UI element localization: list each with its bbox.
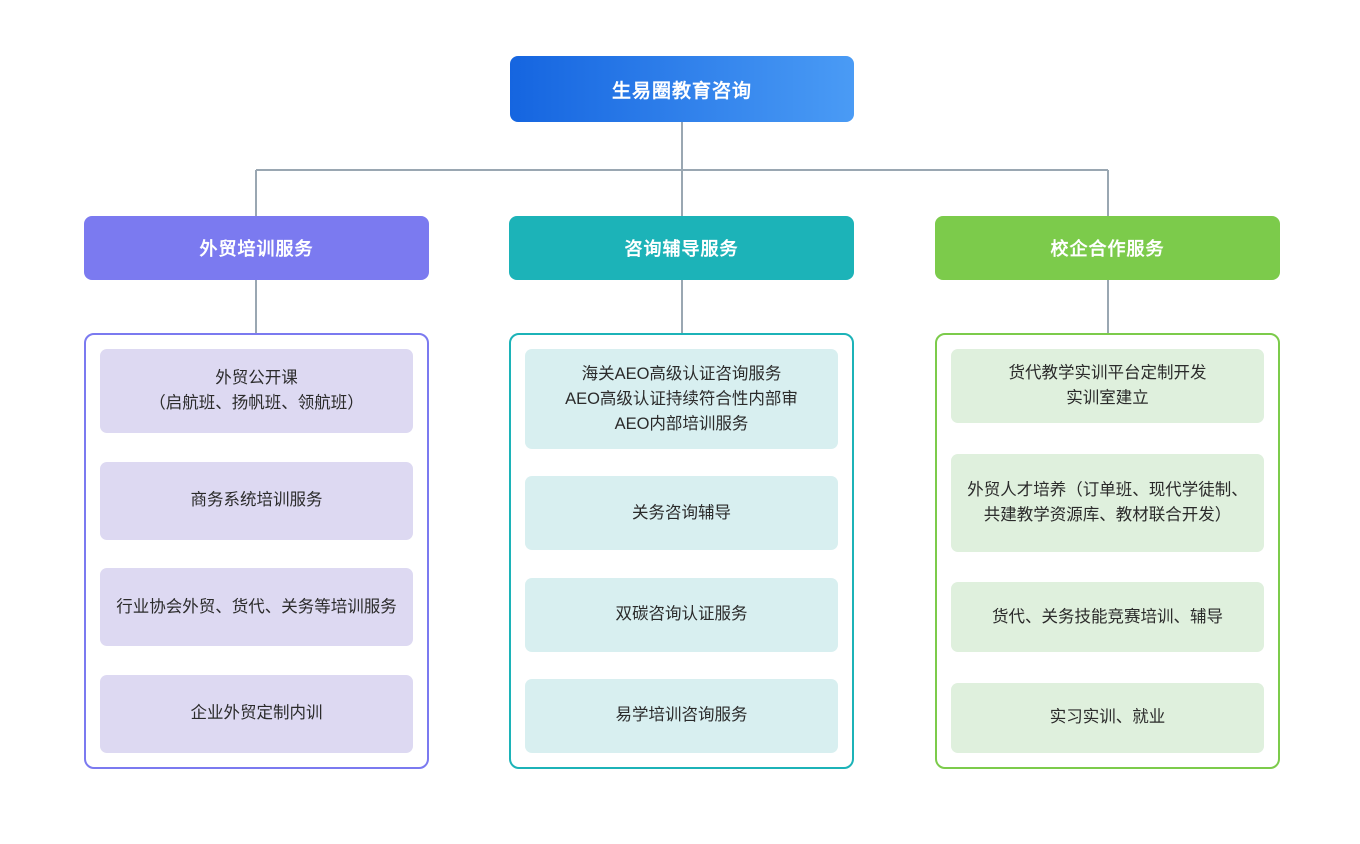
leaf-label: 双碳咨询认证服务 (615, 605, 748, 624)
branch-column-3: 校企合作服务 货代教学实训平台定制开发 实训室建立 外贸人才培养（订单班、现代学… (935, 216, 1280, 769)
list-item[interactable]: 货代教学实训平台定制开发 实训室建立 (951, 349, 1264, 423)
branch-header-2-label: 咨询辅导服务 (624, 239, 739, 259)
leaf-label: 海关AEO高级认证咨询服务 AEO高级认证持续符合性内部审 AEO内部培训服务 (565, 364, 798, 433)
list-item[interactable]: 行业协会外贸、货代、关务等培训服务 (100, 568, 413, 647)
root-node[interactable]: 生易圈教育咨询 (510, 56, 854, 122)
list-item[interactable]: 易学培训咨询服务 (525, 678, 838, 753)
leaf-label: 货代、关务技能竞赛培训、辅导 (992, 607, 1223, 626)
branch-column-2: 咨询辅导服务 海关AEO高级认证咨询服务 AEO高级认证持续符合性内部审 AEO… (509, 216, 854, 769)
branch-header-2[interactable]: 咨询辅导服务 (509, 216, 854, 280)
branch-column-1: 外贸培训服务 外贸公开课 （启航班、扬帆班、领航班） 商务系统培训服务 行业协会… (84, 216, 429, 769)
leaf-label: 商务系统培训服务 (190, 491, 323, 510)
list-item[interactable]: 货代、关务技能竞赛培训、辅导 (951, 582, 1264, 653)
list-item[interactable]: 外贸人才培养（订单班、现代学徒制、共建教学资源库、教材联合开发） (951, 453, 1264, 552)
leaf-label: 行业协会外贸、货代、关务等培训服务 (116, 597, 397, 616)
root-node-label: 生易圈教育咨询 (611, 80, 752, 102)
leaf-label: 实习实训、就业 (1049, 708, 1166, 727)
leaf-label: 易学培训咨询服务 (615, 706, 748, 725)
branch-header-1[interactable]: 外贸培训服务 (84, 216, 429, 280)
leaf-label: 货代教学实训平台定制开发 实训室建立 (1008, 364, 1207, 407)
list-item[interactable]: 企业外贸定制内训 (100, 674, 413, 753)
leaf-label: 关务咨询辅导 (632, 503, 731, 522)
list-item[interactable]: 双碳咨询认证服务 (525, 577, 838, 652)
leaf-label: 外贸公开课 （启航班、扬帆班、领航班） (149, 369, 364, 412)
branch-1-group-box: 外贸公开课 （启航班、扬帆班、领航班） 商务系统培训服务 行业协会外贸、货代、关… (84, 333, 429, 769)
list-item[interactable]: 商务系统培训服务 (100, 461, 413, 540)
list-item[interactable]: 外贸公开课 （启航班、扬帆班、领航班） (100, 349, 413, 433)
branch-3-group-box: 货代教学实训平台定制开发 实训室建立 外贸人才培养（订单班、现代学徒制、共建教学… (935, 333, 1280, 769)
leaf-label: 企业外贸定制内训 (190, 704, 323, 723)
list-item[interactable]: 实习实训、就业 (951, 682, 1264, 753)
list-item[interactable]: 海关AEO高级认证咨询服务 AEO高级认证持续符合性内部审 AEO内部培训服务 (525, 349, 838, 449)
branch-2-group-box: 海关AEO高级认证咨询服务 AEO高级认证持续符合性内部审 AEO内部培训服务 … (509, 333, 854, 769)
branch-header-3-label: 校企合作服务 (1050, 239, 1165, 259)
leaf-label: 外贸人才培养（订单班、现代学徒制、共建教学资源库、教材联合开发） (967, 480, 1248, 524)
list-item[interactable]: 关务咨询辅导 (525, 476, 838, 551)
branch-header-1-label: 外贸培训服务 (199, 239, 314, 259)
branch-header-3[interactable]: 校企合作服务 (935, 216, 1280, 280)
